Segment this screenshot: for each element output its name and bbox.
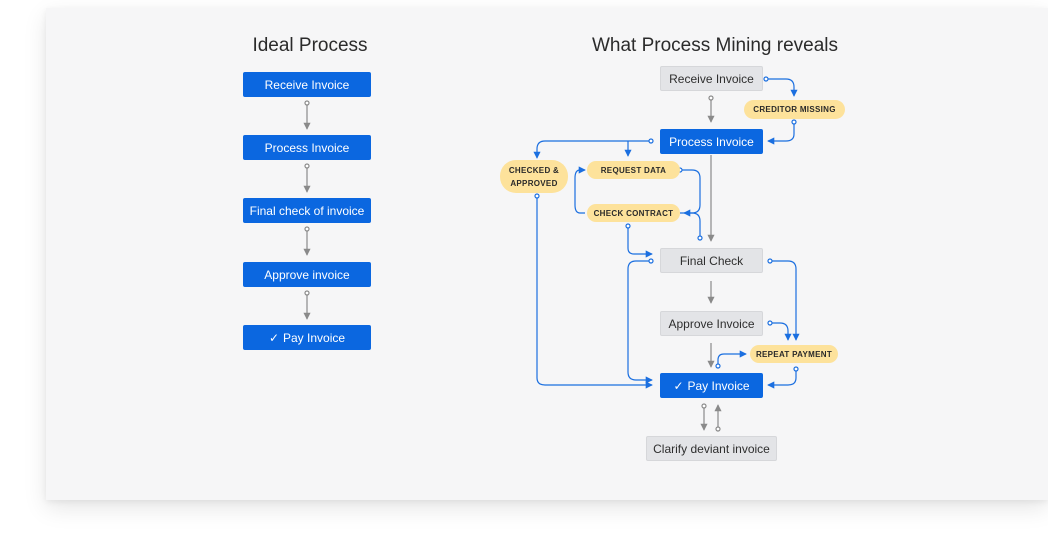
ideal-step-pay-invoice: ✓ Pay Invoice <box>243 325 371 350</box>
connector-approve-to-repeat <box>770 322 792 341</box>
tag-checked-approved: CHECKED & APPROVED <box>500 160 568 193</box>
tag-repeat-payment: REPEAT PAYMENT <box>750 345 838 363</box>
mining-node-clarify-deviant-invoice: Clarify deviant invoice <box>646 436 777 461</box>
ideal-process-title: Ideal Process <box>252 35 368 56</box>
connector-final-to-pay <box>627 260 653 384</box>
mining-node-approve-invoice: Approve Invoice <box>660 311 763 336</box>
connector-creditor-to-process <box>767 122 795 145</box>
ideal-step-approve-invoice: Approve invoice <box>243 262 371 287</box>
connector-request-to-check <box>680 169 701 217</box>
tag-request-data: REQUEST DATA <box>587 161 680 179</box>
ideal-step-final-check: Final check of invoice <box>243 198 371 223</box>
connector-origin-dot <box>304 290 310 296</box>
connector-approve-to-repeat-left <box>717 350 747 366</box>
mining-node-pay-invoice-label: Pay Invoice <box>687 378 750 393</box>
connector-repeat-to-pay <box>767 369 797 389</box>
connector-origin-dot <box>715 426 721 432</box>
connector-origin-dot <box>304 163 310 169</box>
connector-origin-dot <box>701 403 707 409</box>
mining-node-process-invoice: Process Invoice <box>660 129 763 154</box>
tag-checked-approved-line2: APPROVED <box>510 178 558 188</box>
mining-node-final-check: Final Check <box>660 248 763 273</box>
connector-check-to-request <box>574 166 586 214</box>
connector-check-to-final <box>627 226 653 258</box>
tag-checked-approved-line1: CHECKED & <box>508 165 560 175</box>
mining-node-pay-invoice: ✓ Pay Invoice <box>660 373 763 398</box>
diagram-card <box>46 8 1048 500</box>
connector-receive-to-creditor <box>766 78 798 97</box>
connector-origin-dot <box>304 226 310 232</box>
ideal-step-receive-invoice: Receive Invoice <box>243 72 371 97</box>
ideal-step-pay-invoice-label: Pay Invoice <box>283 330 346 345</box>
ideal-step-process-invoice: Process Invoice <box>243 135 371 160</box>
tag-check-contract: CHECK CONTRACT <box>587 204 680 222</box>
mining-node-receive-invoice: Receive Invoice <box>660 66 763 91</box>
connector-process-to-checked <box>533 140 651 159</box>
tag-creditor-missing: CREDITOR MISSING <box>744 100 845 119</box>
check-icon: ✓ <box>268 330 279 345</box>
connector-origin-dot <box>708 95 714 101</box>
connector-origin-dot <box>304 100 310 106</box>
check-icon: ✓ <box>673 378 684 393</box>
connector-final-to-repeat <box>770 260 800 341</box>
connector-check-to-final-b <box>680 212 701 236</box>
connector-checked-to-pay <box>536 196 653 389</box>
process-mining-title: What Process Mining reveals <box>591 35 839 56</box>
